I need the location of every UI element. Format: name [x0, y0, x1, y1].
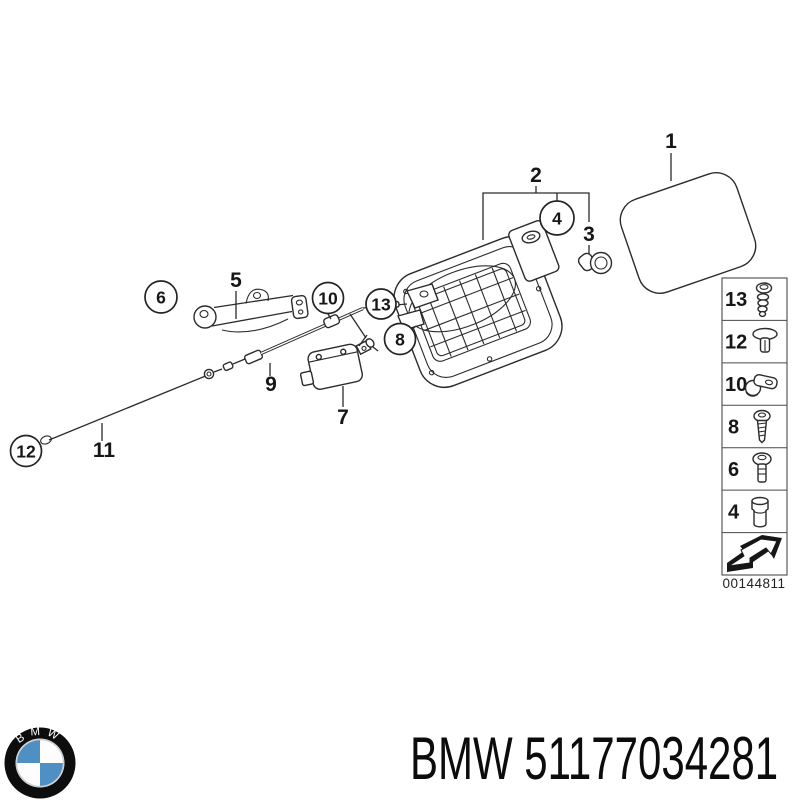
- cable-clip-icon: [744, 374, 778, 397]
- legend-label-4: 4: [728, 501, 740, 523]
- grid-lines: [417, 267, 526, 357]
- svg-text:12: 12: [16, 442, 36, 462]
- housing-top-screw: [521, 230, 541, 244]
- logo-quadrant-white-bl: [17, 763, 40, 786]
- part-number-title: BMW 51177034281: [410, 725, 779, 792]
- drawing-number: 00144811: [722, 576, 785, 591]
- callout-9: 9: [265, 373, 277, 396]
- callout-13: 13: [365, 288, 397, 320]
- exploded-parts-diagram: 1 2 3 5 7 9 11 4 6 8 10 12 13: [9, 130, 788, 591]
- part-fuel-filler-flap: [619, 153, 757, 294]
- callout-6: 6: [144, 280, 178, 314]
- legend-label-12: 12: [725, 332, 747, 354]
- part-filler-pocket-housing: [393, 220, 563, 389]
- callout-3: 3: [583, 223, 595, 246]
- logo-quadrant-white-tr: [40, 740, 63, 763]
- fastener-legend: 13 12 10: [721, 277, 788, 591]
- legend-label-8: 8: [728, 417, 739, 439]
- callout-5: 5: [230, 269, 242, 292]
- svg-text:4: 4: [552, 209, 562, 229]
- assembly-direction-arrow-icon: [727, 535, 782, 572]
- callout-11: 11: [93, 439, 116, 462]
- bmw-logo: BMW: [4, 726, 76, 799]
- part-lock-actuator: [299, 334, 379, 407]
- logo-quadrant-blue-br: [40, 763, 63, 786]
- legend-label-6: 6: [728, 459, 739, 481]
- svg-text:8: 8: [395, 330, 405, 350]
- callout-10: 10: [311, 281, 345, 315]
- legend-label-10: 10: [725, 374, 747, 396]
- part-buffer-grommet: [577, 245, 613, 275]
- callout-4: 4: [539, 200, 575, 236]
- part-guide-bracket: [193, 288, 309, 333]
- svg-text:10: 10: [318, 289, 338, 309]
- tapping-screw-icon: [755, 282, 773, 318]
- legend-label-13: 13: [725, 289, 747, 311]
- expansion-rivet-icon: [752, 327, 778, 353]
- callout-8: 8: [383, 322, 417, 356]
- callout-7: 7: [337, 406, 349, 429]
- callout-bracket-2: [482, 186, 590, 240]
- spacer-bush-icon: [751, 496, 769, 528]
- pan-head-screw-icon: [753, 409, 771, 444]
- svg-text:6: 6: [156, 288, 166, 308]
- callout-1: 1: [665, 130, 677, 153]
- machine-screw-icon: [752, 452, 772, 483]
- callout-12: 12: [9, 434, 43, 468]
- logo-quadrant-blue-tl: [17, 740, 40, 763]
- svg-text:13: 13: [371, 295, 391, 315]
- leader-10: [327, 313, 332, 320]
- callout-2: 2: [530, 164, 542, 187]
- part-release-cable: [40, 358, 246, 445]
